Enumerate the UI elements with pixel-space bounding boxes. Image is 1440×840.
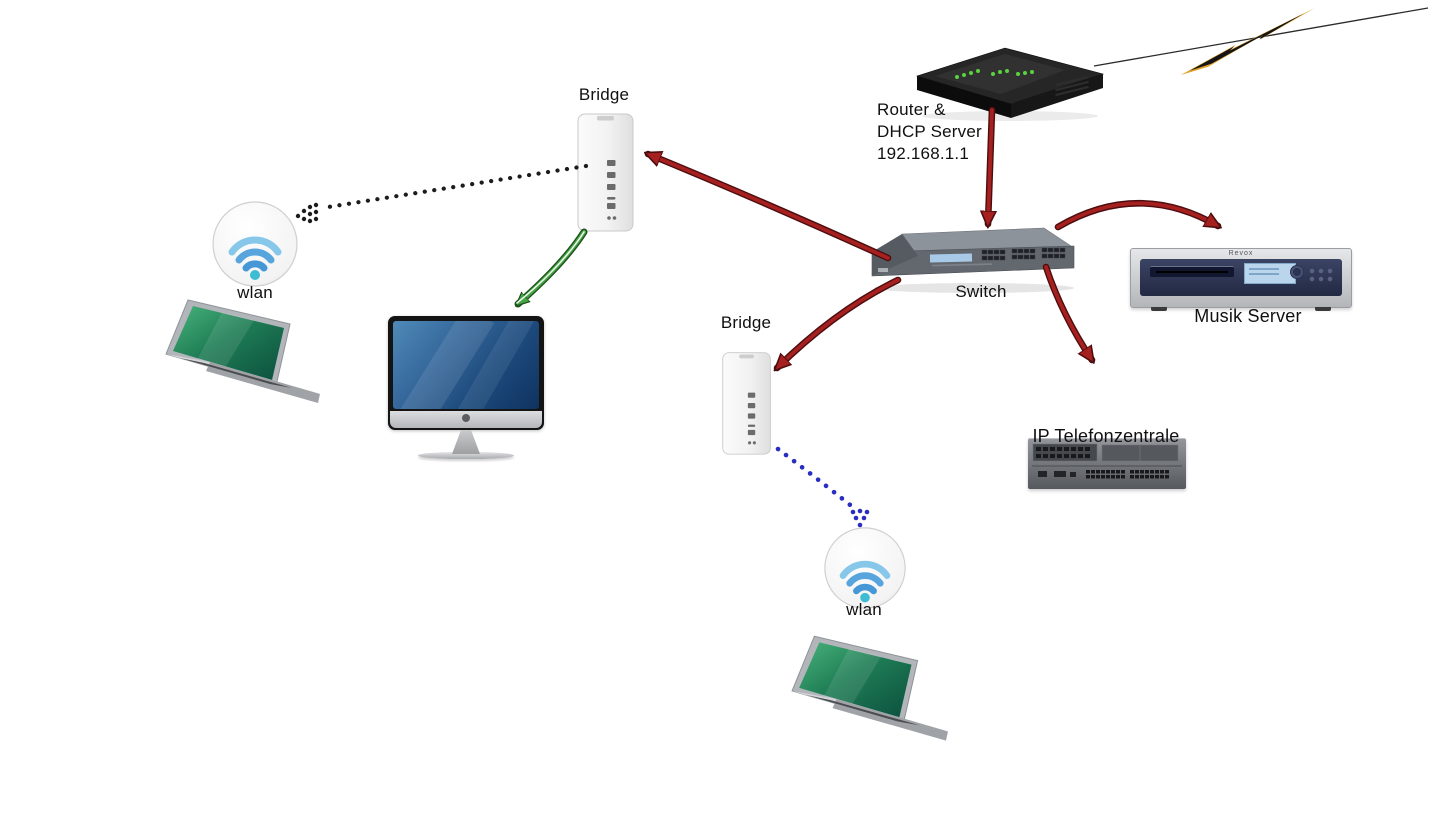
- wlan-left-icon: [212, 201, 298, 287]
- edge-switch-musik-server: [1054, 199, 1218, 231]
- edge-switch-bridge-top: [648, 150, 892, 262]
- switch-lcd-sticker: [929, 253, 973, 263]
- edge-bridge-mid-wlan-bottom: [775, 446, 870, 528]
- switch-device-icon: [871, 227, 1075, 293]
- apple-logo-icon: [462, 414, 470, 422]
- edge-bridge-top-imac: [514, 228, 588, 308]
- musik-server-knob: [1290, 265, 1304, 279]
- ip-telefonzentrale-label: IP Telefonzentrale: [1032, 426, 1180, 446]
- imac-chin: [390, 411, 542, 428]
- musik-server-label: Musik Server: [1194, 306, 1302, 326]
- bridge-top-device-icon: [577, 113, 634, 232]
- bridge-port-icons: [607, 160, 617, 220]
- imac-stand: [452, 430, 480, 454]
- musik-server-front: [1140, 259, 1342, 296]
- edge-router-internet: [1093, 7, 1429, 76]
- musik-server-buttons: [1308, 268, 1334, 282]
- wlan-bottom-label: wlan: [846, 600, 882, 619]
- switch-label: Switch: [955, 282, 1007, 301]
- laptop-left-icon: [165, 299, 320, 403]
- wifi-icon: [228, 236, 282, 272]
- edge-bridge-top-wlan-left: [295, 163, 589, 224]
- router-led-row: [955, 69, 1034, 79]
- ip-telefonzentrale-icon: [1028, 438, 1186, 489]
- imac-bezel: [388, 316, 544, 430]
- lightning-bolt-icon: [1180, 7, 1315, 76]
- iptel-front: [1032, 443, 1182, 479]
- wlan-bottom-icon: [824, 527, 906, 609]
- imac-base: [418, 452, 514, 459]
- router-label: Router & DHCP Server 192.168.1.1: [877, 99, 1047, 165]
- router-vent: [1055, 75, 1089, 97]
- musik-server-display: [1244, 263, 1296, 284]
- cd-slot: [1150, 266, 1234, 277]
- wifi-icon: [839, 560, 891, 595]
- wlan-left-label: wlan: [237, 283, 273, 302]
- router-label-line2: DHCP Server: [877, 122, 982, 141]
- bridge-mid-device-icon: [722, 352, 771, 455]
- imac-icon: [388, 316, 544, 459]
- switch-port-grid: [981, 247, 1066, 261]
- bridge-port-icons: [747, 392, 756, 445]
- imac-screen: [393, 321, 539, 409]
- laptop-bottom-icon: [791, 635, 948, 741]
- bridge-mid-label: Bridge: [720, 313, 772, 332]
- router-label-line1: Router &: [877, 100, 946, 119]
- musik-server-icon: Revox: [1130, 248, 1352, 311]
- router-label-line3: 192.168.1.1: [877, 144, 970, 163]
- bridge-top-label: Bridge: [578, 85, 630, 104]
- musik-server-brand: Revox: [1228, 250, 1254, 257]
